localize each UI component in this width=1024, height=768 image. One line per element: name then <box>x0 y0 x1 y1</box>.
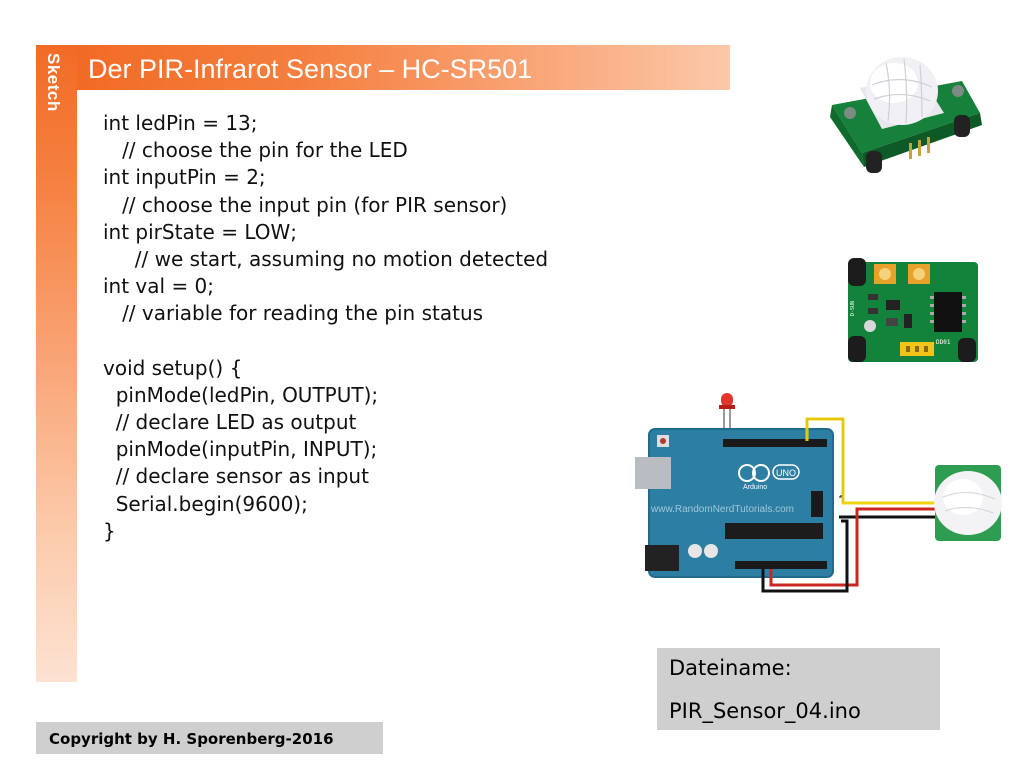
page-title: Der PIR-Infrarot Sensor – HC-SR501 <box>88 54 533 84</box>
code-line: // declare sensor as input <box>103 464 369 489</box>
code-line <box>103 328 643 355</box>
code-listing: int ledPin = 13; // choose the pin for t… <box>103 110 643 545</box>
pir-sensor-dome-photo-icon <box>830 57 982 173</box>
code-line: // we start, assuming no motion detected <box>103 246 549 271</box>
code-line: pinMode(inputPin, INPUT); <box>103 437 378 462</box>
code-line: pinMode(ledPin, OUTPUT); <box>103 382 379 407</box>
code-line: Serial.begin(9600); <box>103 491 308 516</box>
code-line: int pirState = LOW; <box>103 219 298 244</box>
code-line: int inputPin = 2; <box>103 165 266 190</box>
side-accent-bar <box>36 45 77 682</box>
section-label: Sketch <box>44 53 63 112</box>
watermark-text: www.RandomNerdTutorials.com <box>650 504 794 515</box>
svg-text:D-SUN: D-SUN <box>850 301 856 316</box>
title-bar <box>77 45 730 90</box>
code-line: // choose the pin for the LED <box>103 138 408 163</box>
filename-label: Dateiname: <box>669 656 792 680</box>
pir-sensor-board-photo-icon: DD01 D-SUN <box>848 258 978 362</box>
code-line: int ledPin = 13; <box>103 111 258 135</box>
code-line: } <box>103 518 116 543</box>
copyright-footer: Copyright by H. Sporenberg-2016 <box>36 722 383 754</box>
filename-box: Dateiname: PIR_Sensor_04.ino <box>657 648 940 730</box>
arduino-wiring-diagram-icon: UNO Arduino www.RandomNerdTutorials.com <box>635 393 1002 593</box>
filename-value: PIR_Sensor_04.ino <box>669 699 861 723</box>
svg-text:DD01: DD01 <box>936 339 951 346</box>
board-logo-text: UNO <box>776 468 796 478</box>
code-line: // variable for reading the pin status <box>103 301 484 326</box>
code-line: // declare LED as output <box>103 410 357 435</box>
board-brand-text: Arduino <box>743 484 767 491</box>
code-line: int val = 0; <box>103 274 215 299</box>
code-line: void setup() { <box>103 355 243 380</box>
code-line: // choose the input pin (for PIR sensor) <box>103 192 508 217</box>
